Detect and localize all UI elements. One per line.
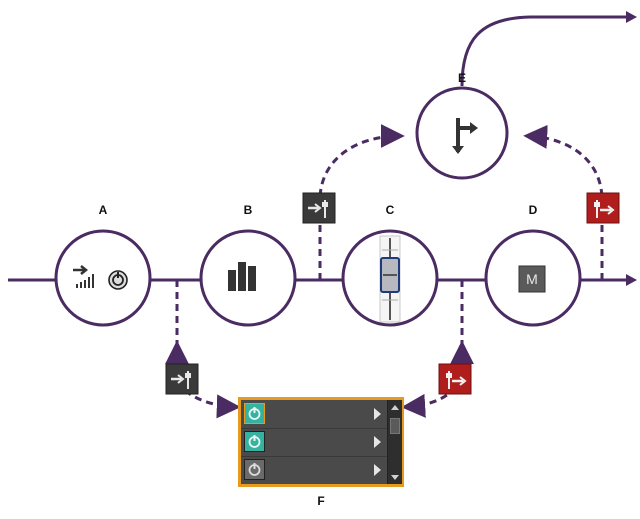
power-toggle-button[interactable] <box>244 403 265 424</box>
send-track-panel <box>238 397 404 487</box>
node-label-e: E <box>457 71 467 85</box>
power-toggle-button[interactable] <box>244 459 265 480</box>
node-e-output-routing <box>415 86 509 180</box>
expand-arrow-icon[interactable] <box>374 436 381 448</box>
power-icon <box>248 463 261 476</box>
send-icon-upper <box>302 192 336 224</box>
panel-row <box>241 428 387 457</box>
panel-scrollbar[interactable] <box>387 400 402 484</box>
panel-row <box>241 400 387 429</box>
scroll-up-icon[interactable] <box>388 403 402 413</box>
routing-split-icon <box>452 118 478 154</box>
node-d-output: M <box>484 229 582 327</box>
panel-row <box>241 456 387 484</box>
mute-icon-label: M <box>526 271 538 287</box>
scroll-down-icon[interactable] <box>388 472 402 482</box>
node-c-fader <box>341 229 439 327</box>
send-icon-lower <box>165 363 199 395</box>
volume-fader-icon <box>379 235 401 323</box>
power-icon <box>248 407 261 420</box>
node-label-a: A <box>98 203 108 217</box>
return-icon-lower <box>438 363 472 395</box>
e-output-line <box>460 15 626 87</box>
expand-arrow-icon[interactable] <box>374 464 381 476</box>
node-label-d: D <box>528 203 538 217</box>
node-b-effects <box>199 229 297 327</box>
expand-arrow-icon[interactable] <box>374 408 381 420</box>
effects-rack-icon <box>228 262 256 291</box>
return-path-to-e <box>523 124 604 280</box>
power-icon <box>108 270 128 290</box>
power-icon <box>248 435 261 448</box>
e-output-arrow <box>626 11 637 23</box>
node-label-b: B <box>243 203 253 217</box>
node-label-f: F <box>317 494 325 508</box>
mute-icon <box>518 265 546 293</box>
return-icon-upper <box>586 192 620 224</box>
node-label-c: C <box>385 203 395 217</box>
main-output-arrow <box>626 274 637 286</box>
node-a-input <box>54 229 152 327</box>
scrollbar-thumb[interactable] <box>390 418 400 434</box>
power-toggle-button[interactable] <box>244 431 265 452</box>
input-gain-icon <box>73 265 94 288</box>
